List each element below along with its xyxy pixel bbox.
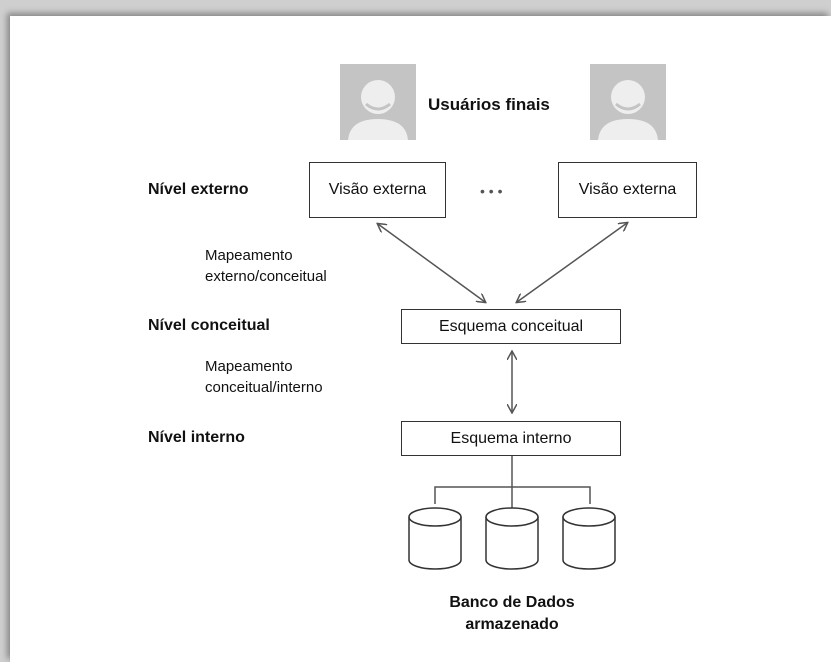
mapping-line: conceitual/interno	[205, 379, 323, 396]
database-label-line: Banco de Dados	[449, 594, 575, 611]
internal-schema-box: Esquema interno	[401, 421, 621, 456]
arrow-left-mapping	[378, 224, 485, 302]
mapping-line: Mapeamento	[205, 358, 293, 375]
database-cylinder-icon	[485, 507, 539, 570]
mapping-line: externo/conceitual	[205, 268, 327, 285]
arrow-right-mapping	[517, 223, 627, 302]
ellipsis: • • •	[480, 183, 503, 199]
mapping-line: Mapeamento	[205, 247, 293, 264]
conceptual-schema-box: Esquema conceitual	[401, 309, 621, 344]
mapping-conceptual-internal: Mapeamento conceitual/interno	[205, 356, 323, 398]
level-internal-label: Nível interno	[148, 429, 245, 446]
database-label-line: armazenado	[465, 616, 559, 633]
mapping-external-conceptual: Mapeamento externo/conceitual	[205, 245, 327, 287]
database-label: Banco de Dados armazenado	[408, 592, 616, 636]
level-conceptual-label: Nível conceitual	[148, 317, 270, 334]
user-avatar-icon	[340, 64, 416, 140]
external-view-box-left: Visão externa	[309, 162, 446, 218]
level-external-label: Nível externo	[148, 181, 249, 198]
db-branch	[434, 486, 591, 504]
end-users-label: Usuários finais	[428, 95, 550, 114]
database-cylinder-icon	[562, 507, 616, 570]
external-view-box-right: Visão externa	[558, 162, 697, 218]
database-cylinder-icon	[408, 507, 462, 570]
user-avatar-icon	[590, 64, 666, 140]
